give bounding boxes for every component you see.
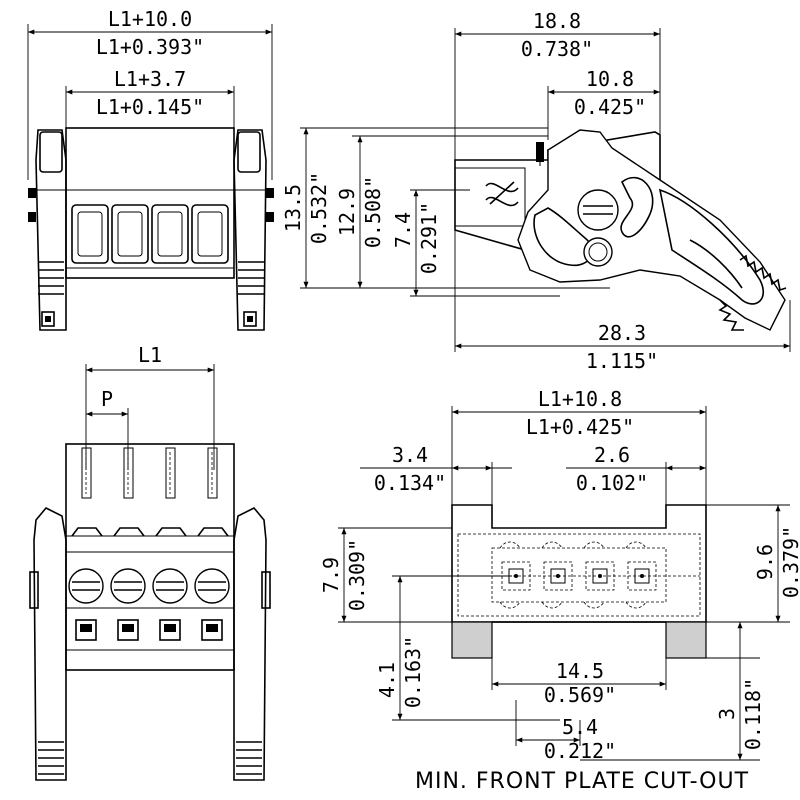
height-c-metric-label: 7.4 (391, 212, 415, 248)
height-b-metric-label: 12.9 (335, 188, 359, 236)
screw-terminals (68, 568, 230, 604)
overall-inch-label: L1+0.393" (96, 35, 204, 59)
cutout-height-metric-label: 9.6 (753, 544, 777, 580)
lower-inch-label: 0.163" (401, 636, 425, 708)
side-view: 18.8 0.738" 10.8 0.425" 13.5 0.532" 12.9… (281, 9, 791, 373)
pitch-label: P (101, 387, 113, 411)
base-width-metric-label: 14.5 (556, 659, 604, 683)
inner-inch-label: L1+0.145" (96, 95, 204, 119)
right-lever (233, 129, 274, 331)
right-step-inch-label: 0.102" (576, 471, 648, 495)
pitch-total-label: L1 (138, 343, 162, 367)
cutout-caption: MIN. FRONT PLATE CUT-OUT (415, 769, 749, 794)
base-step-inch-label: 0.212" (544, 739, 616, 763)
length-metric-label: 28.3 (598, 321, 646, 345)
screw-icon (577, 189, 619, 231)
width-metric-label: 18.8 (533, 9, 581, 33)
height-c-inch-label: 0.291" (417, 202, 441, 274)
cutout-width-inch-label: L1+0.425" (526, 415, 634, 439)
lever-arm (517, 129, 786, 331)
height-b-inch-label: 0.508" (361, 176, 385, 248)
lower-metric-label: 4.1 (375, 662, 399, 698)
overall-metric-label: L1+10.0 (108, 7, 192, 31)
contact-openings (71, 204, 229, 264)
width-inch-label: 0.738" (521, 37, 593, 61)
height-a-inch-label: 0.532" (307, 172, 331, 244)
length-inch-label: 1.115" (586, 349, 658, 373)
slot-inch-label: 0.309" (345, 539, 369, 611)
base-step-metric-label: 5.4 (562, 715, 598, 739)
rear-view: L1 P (29, 343, 271, 781)
height-a-metric-label: 13.5 (281, 184, 305, 232)
base-width-inch-label: 0.569" (544, 683, 616, 707)
offset-inch-label: 0.425" (574, 95, 646, 119)
foot-metric-label: 3 (715, 708, 739, 720)
left-step-inch-label: 0.134" (374, 471, 446, 495)
inner-metric-label: L1+3.7 (114, 67, 186, 91)
wire-entries (75, 619, 223, 641)
pin-slots (81, 447, 218, 499)
slot-metric-label: 7.9 (319, 557, 343, 593)
left-step-metric-label: 3.4 (392, 443, 428, 467)
offset-metric-label: 10.8 (586, 67, 634, 91)
brand-logo-icon (485, 181, 519, 207)
cutout-height-inch-label: 0.379" (779, 526, 800, 598)
foot-inch-label: 0.118" (741, 678, 765, 750)
cutout-width-metric-label: L1+10.8 (538, 387, 622, 411)
right-step-metric-label: 2.6 (594, 443, 630, 467)
front-view: L1+10.0 L1+0.393" L1+3.7 L1+0.145" (27, 7, 274, 331)
left-lever (28, 129, 67, 331)
front-plate-cutout: L1+10.8 L1+0.425" 3.4 0.134" 2.6 0.102" (319, 387, 800, 794)
